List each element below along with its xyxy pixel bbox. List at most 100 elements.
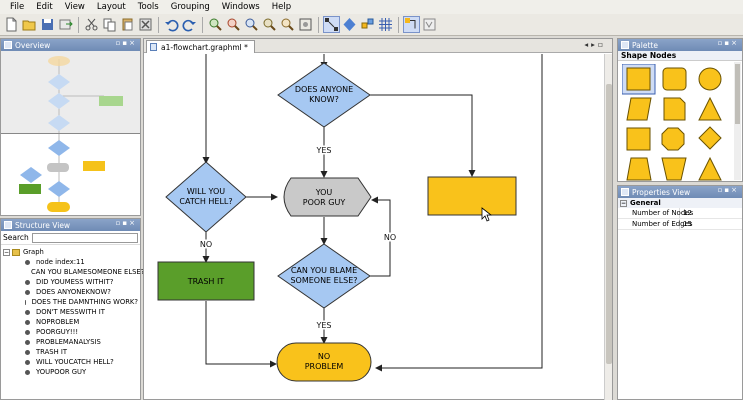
tree-item[interactable]: DON'T MESSWITH IT <box>3 307 138 317</box>
menu-edit[interactable]: Edit <box>36 2 53 12</box>
scrollbar-thumb[interactable] <box>735 64 740 124</box>
node-empty-rect[interactable] <box>427 176 517 216</box>
palette-panel: Palette ▫▪× Shape Nodes <box>617 38 743 182</box>
tree-item[interactable]: WILL YOUCATCH HELL? <box>3 357 138 367</box>
graph-file-icon <box>150 43 157 51</box>
property-row[interactable]: Number of Edges 15 <box>618 219 742 230</box>
node-does-anyone-know[interactable]: DOES ANYONE KNOW? <box>277 62 371 128</box>
structure-title: Structure View <box>15 220 71 230</box>
node-bullet-icon <box>25 369 30 375</box>
paste-icon[interactable] <box>119 16 136 33</box>
layout-icon[interactable] <box>421 16 438 33</box>
palette-scrollbar[interactable] <box>734 62 741 180</box>
tab-navigation-icon[interactable]: ◂▸▫ <box>584 40 606 49</box>
properties-title: Properties View <box>632 187 691 197</box>
menu-help[interactable]: Help <box>271 2 292 12</box>
menu-tools[interactable]: Tools <box>137 2 159 12</box>
overview-minimap[interactable] <box>1 51 140 215</box>
tab-flowchart[interactable]: a1-flowchart.graphml * <box>146 40 255 53</box>
open-folder-icon[interactable] <box>21 16 38 33</box>
svg-text:SOMEONE ELSE?: SOMEONE ELSE? <box>290 276 357 285</box>
panel-controls-icon[interactable]: ▫▪× <box>717 186 739 194</box>
document-tab-bar: a1-flowchart.graphml * ◂▸▫ <box>144 39 612 53</box>
shape-square[interactable] <box>626 67 651 91</box>
structure-search-input[interactable] <box>31 232 138 243</box>
node-no-problem[interactable]: NO PROBLEM <box>276 342 372 382</box>
panel-controls-icon[interactable]: ▫▪× <box>115 39 137 47</box>
shape-triangle[interactable] <box>698 96 722 121</box>
zoom-in-icon[interactable] <box>207 16 224 33</box>
node-you-poor-guy[interactable]: YOU POOR GUY <box>283 177 372 217</box>
shape-diamond[interactable] <box>698 126 722 150</box>
svg-text:CATCH HELL?: CATCH HELL? <box>179 197 232 206</box>
shape-small-triangle[interactable] <box>698 156 722 181</box>
tree-item[interactable]: node index:11 <box>3 257 138 267</box>
property-row[interactable]: Number of Nodes 12 <box>618 208 742 219</box>
node-will-you-catch-hell[interactable]: WILL YOU CATCH HELL? <box>165 161 247 233</box>
canvas-vertical-scrollbar[interactable] <box>604 54 612 400</box>
collapse-icon[interactable]: − <box>620 199 627 207</box>
menu-windows[interactable]: Windows <box>221 2 260 12</box>
shape-nodes-header[interactable]: Shape Nodes <box>618 51 742 61</box>
svg-text:YOU: YOU <box>315 188 333 197</box>
overview-panel-icon <box>4 41 12 49</box>
property-group-general[interactable]: − General <box>618 198 742 208</box>
edit-mode-icon[interactable] <box>323 16 340 33</box>
shape-circle[interactable] <box>698 67 722 91</box>
shape-square-2[interactable] <box>626 127 651 151</box>
shape-trapezoid-inverted[interactable] <box>661 157 687 181</box>
tree-item[interactable]: PROBLEMANALYSIS <box>3 337 138 347</box>
node-trash-it[interactable]: TRASH IT <box>157 261 255 301</box>
menu-file[interactable]: File <box>10 2 25 12</box>
zoom-actual-icon[interactable] <box>243 16 260 33</box>
orthogonal-edges-icon[interactable] <box>403 16 420 33</box>
zoom-out-icon[interactable] <box>225 16 242 33</box>
menu-layout[interactable]: Layout <box>96 2 126 12</box>
save-icon[interactable] <box>39 16 56 33</box>
shape-octagon[interactable] <box>661 127 685 151</box>
shape-palette-grid <box>622 64 722 181</box>
menu-grouping[interactable]: Grouping <box>170 2 210 12</box>
scrollbar-thumb[interactable] <box>606 84 612 364</box>
zoom-fit-icon[interactable] <box>261 16 278 33</box>
tree-item[interactable]: DOES THE DAMNTHING WORK? <box>25 298 138 306</box>
tab-label: a1-flowchart.graphml * <box>161 42 248 52</box>
shape-octagon-tab[interactable] <box>663 97 686 121</box>
export-icon[interactable] <box>57 16 74 33</box>
tree-item[interactable]: DID YOUMESS WITHIT? <box>3 277 138 287</box>
new-document-icon[interactable] <box>3 16 20 33</box>
property-value: 12 <box>683 209 692 217</box>
palette-title: Palette <box>632 40 658 50</box>
tree-item[interactable]: NOPROBLEM <box>3 317 138 327</box>
property-key: Number of Edges <box>618 219 693 229</box>
shape-parallelogram[interactable] <box>626 97 652 121</box>
tree-item[interactable]: YOUPOOR GUY <box>3 367 138 377</box>
node-can-you-blame[interactable]: CAN YOU BLAME SOMEONE ELSE? <box>277 243 371 309</box>
copy-icon[interactable] <box>101 16 118 33</box>
fit-content-icon[interactable] <box>297 16 314 33</box>
redo-icon[interactable] <box>181 16 198 33</box>
menu-view[interactable]: View <box>64 2 85 12</box>
undo-icon[interactable] <box>163 16 180 33</box>
tree-root[interactable]: − Graph <box>3 247 138 257</box>
grid-icon[interactable] <box>377 16 394 33</box>
panel-controls-icon[interactable]: ▫▪× <box>717 39 739 47</box>
edge <box>370 94 476 177</box>
tree-item[interactable]: CAN YOU BLAMESOMEONE ELSE? <box>31 268 145 276</box>
navigate-mode-icon[interactable] <box>341 16 358 33</box>
tree-item[interactable]: DOES ANYONEKNOW? <box>3 287 138 297</box>
snap-lines-icon[interactable] <box>359 16 376 33</box>
edge-label-no: NO <box>200 240 212 249</box>
graph-canvas[interactable]: YES NO NO YES DOES ANYONE KNOW? WILL YOU… <box>144 54 606 400</box>
cut-icon[interactable] <box>83 16 100 33</box>
delete-icon[interactable] <box>137 16 154 33</box>
collapse-icon[interactable]: − <box>3 248 10 256</box>
panel-controls-icon[interactable]: ▫▪× <box>115 219 137 227</box>
tree-item[interactable]: TRASH IT <box>3 347 138 357</box>
shape-trapezoid[interactable] <box>626 157 652 181</box>
properties-table: − General Number of Nodes 12 Number of E… <box>618 198 742 230</box>
tree-item[interactable]: POORGUY!!! <box>3 327 138 337</box>
shape-rounded-rect[interactable] <box>662 67 687 91</box>
zoom-selection-icon[interactable] <box>279 16 296 33</box>
node-bullet-icon <box>25 259 30 265</box>
